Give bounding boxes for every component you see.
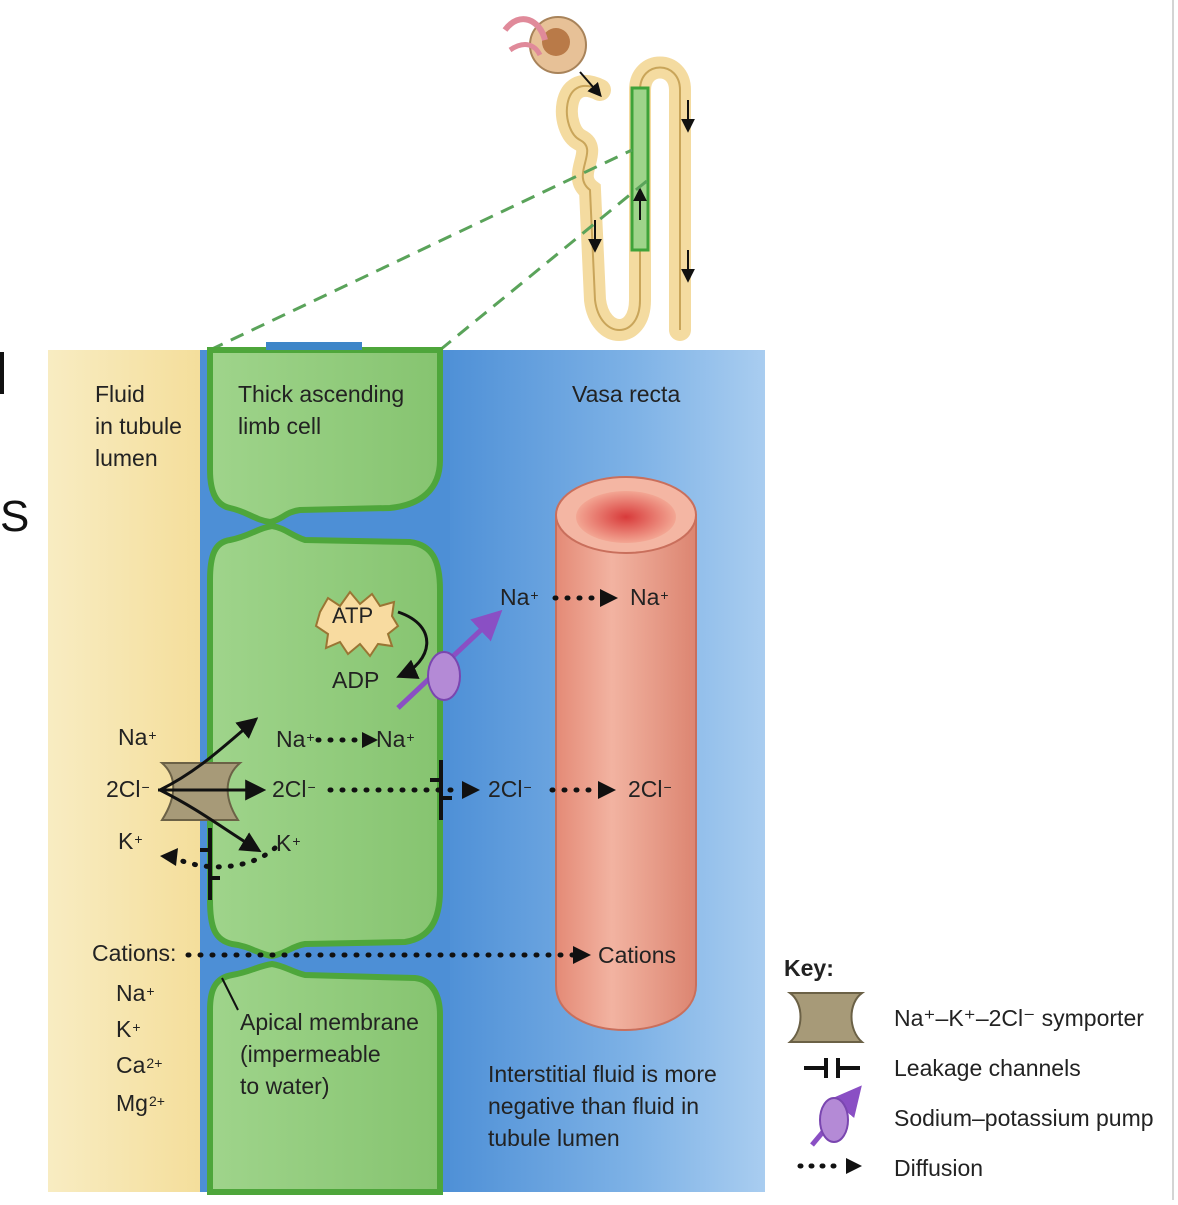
lumen-label-line: in tubule <box>95 413 182 439</box>
adp-label: ADP <box>332 667 380 693</box>
apical-line: (impermeable <box>240 1041 381 1067</box>
apical-line: to water) <box>240 1073 330 1099</box>
interstitial-note: Interstitial fluid is more negative than… <box>488 1058 717 1154</box>
cropped-letter: S <box>0 492 30 541</box>
vasa-recta-label: Vasa recta <box>572 381 681 407</box>
interstitial-line: tubule lumen <box>488 1125 620 1151</box>
key-leakage-label: Leakage channels <box>894 1055 1081 1081</box>
leakage-channel-icon <box>200 760 452 900</box>
ion-na-lumen: Na+ <box>118 724 157 750</box>
ion-cl-interstitial: 2Cl− <box>488 776 532 802</box>
key-title: Key: <box>784 955 834 981</box>
ion-k-cell: K+ <box>276 830 301 856</box>
key-symporter-label: Na⁺–K⁺–2Cl⁻ symporter <box>894 1005 1144 1031</box>
key-pump-label: Sodium–potassium pump <box>894 1105 1154 1131</box>
key-diffusion-label: Diffusion <box>894 1155 984 1181</box>
cropped-glyph <box>0 352 4 394</box>
cell-label-line: Thick ascending <box>238 381 405 407</box>
cation-k: K+ <box>116 1016 141 1042</box>
ion-cl-vessel: 2Cl− <box>628 776 672 802</box>
ion-cl-cell: 2Cl− <box>272 776 316 802</box>
key-icons <box>786 992 866 1174</box>
interstitial-line: negative than fluid in <box>488 1093 699 1119</box>
cations-dest-label: Cations <box>598 942 676 968</box>
vasa-recta-vessel <box>555 476 697 1032</box>
cations-label: Cations: <box>92 940 177 966</box>
ion-na-interstitial: Na+ <box>500 584 539 610</box>
pump-icon <box>396 609 503 710</box>
cation-mg: Mg2+ <box>116 1090 165 1116</box>
ion-cl-lumen: 2Cl− <box>106 776 150 802</box>
interstitial-line: Interstitial fluid is more <box>488 1061 717 1087</box>
lumen-label: Fluid in tubule lumen <box>95 378 182 474</box>
frame-edge <box>1172 0 1174 1200</box>
nephron-inset <box>209 16 695 352</box>
cell-label: Thick ascending limb cell <box>238 378 404 442</box>
lumen-label-line: Fluid <box>95 381 145 407</box>
cation-na: Na+ <box>116 980 155 1006</box>
ion-na-cell-basal: Na+ <box>376 726 415 752</box>
atp-icon <box>314 590 400 658</box>
ion-k-lumen: K+ <box>118 828 143 854</box>
cell-label-line: limb cell <box>238 413 322 439</box>
atp-label: ATP <box>332 603 374 628</box>
apical-membrane-label: Apical membrane (impermeable to water) <box>240 1006 419 1102</box>
lumen-label-line: lumen <box>95 445 158 471</box>
ion-na-vessel: Na+ <box>630 584 669 610</box>
cation-ca: Ca2+ <box>116 1052 163 1078</box>
apical-line: Apical membrane <box>240 1009 419 1035</box>
ion-na-cell: Na+ <box>276 726 315 752</box>
